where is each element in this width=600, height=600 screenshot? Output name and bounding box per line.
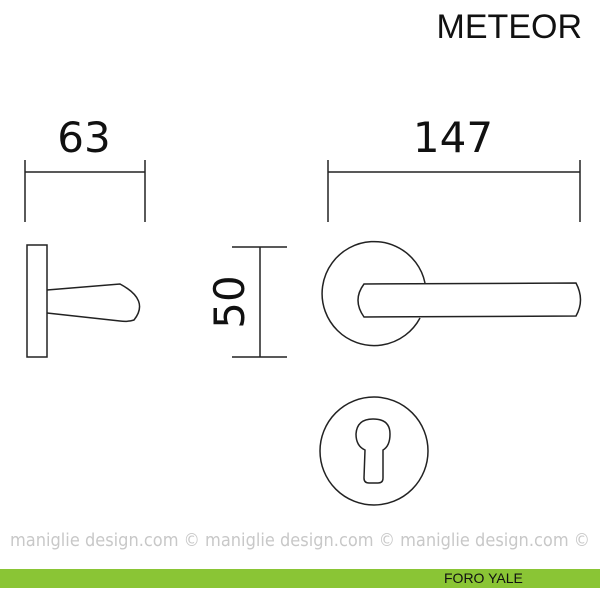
dimension-depth-lines (24, 160, 146, 222)
product-title: METEOR (436, 8, 582, 46)
dimension-rose-lines (232, 246, 287, 358)
keyhole-rose (319, 396, 429, 506)
footer-bar: FORO YALE (0, 569, 600, 588)
dimension-depth-label: 63 (57, 113, 110, 162)
dimension-length-lines (327, 160, 581, 222)
side-view-handle (26, 244, 141, 358)
front-view-handle (321, 240, 582, 347)
dimension-length-label: 147 (413, 113, 493, 162)
dimension-rose-label: 50 (205, 275, 254, 328)
watermark: maniglie design.com © maniglie design.co… (10, 530, 590, 551)
footer-label: FORO YALE (444, 570, 523, 586)
